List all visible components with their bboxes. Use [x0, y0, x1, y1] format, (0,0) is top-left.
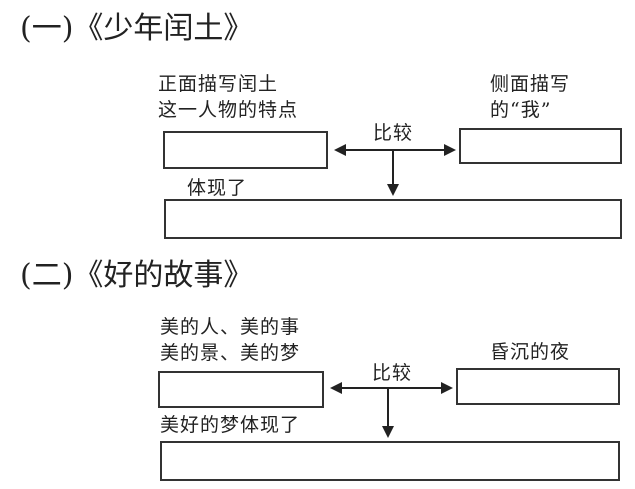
- section1-right-label-line2: 的“我”: [490, 99, 552, 121]
- section1-right-label-line1: 侧面描写: [490, 73, 571, 95]
- section2-left-label-line2: 美的景、美的梦: [160, 342, 301, 364]
- section1-left-label-line1: 正面描写闰土: [158, 73, 279, 95]
- section2-right-label: 昏沉的夜: [490, 341, 571, 363]
- section1-right-answer-box[interactable]: [459, 128, 622, 164]
- section1-title: (一)《少年闰土》: [20, 11, 254, 46]
- section2-compare-arrowhead-right: [441, 382, 453, 394]
- section2-left-answer-box[interactable]: [158, 371, 324, 408]
- section2-title: (二)《好的故事》: [20, 258, 254, 293]
- section2-result-arrowhead: [382, 426, 394, 438]
- section2-right-answer-box[interactable]: [456, 368, 620, 405]
- section2-compare-label: 比较: [372, 362, 413, 384]
- section2-result-label: 美好的梦体现了: [160, 414, 301, 436]
- section1-result-answer-box[interactable]: [164, 199, 622, 239]
- section2-left-label-line1: 美的人、美的事: [160, 316, 301, 338]
- section2-result-answer-box[interactable]: [160, 441, 620, 481]
- section1-left-answer-box[interactable]: [163, 131, 328, 169]
- section2-compare-arrowhead-left: [330, 382, 342, 394]
- section1-left-label-line2: 这一人物的特点: [158, 99, 299, 121]
- section1-compare-label: 比较: [373, 122, 414, 144]
- section1-compare-arrowhead-right: [444, 144, 456, 156]
- section1-result-label: 体现了: [187, 177, 248, 199]
- section1-result-arrowhead: [387, 184, 399, 196]
- section1-compare-arrowhead-left: [334, 144, 346, 156]
